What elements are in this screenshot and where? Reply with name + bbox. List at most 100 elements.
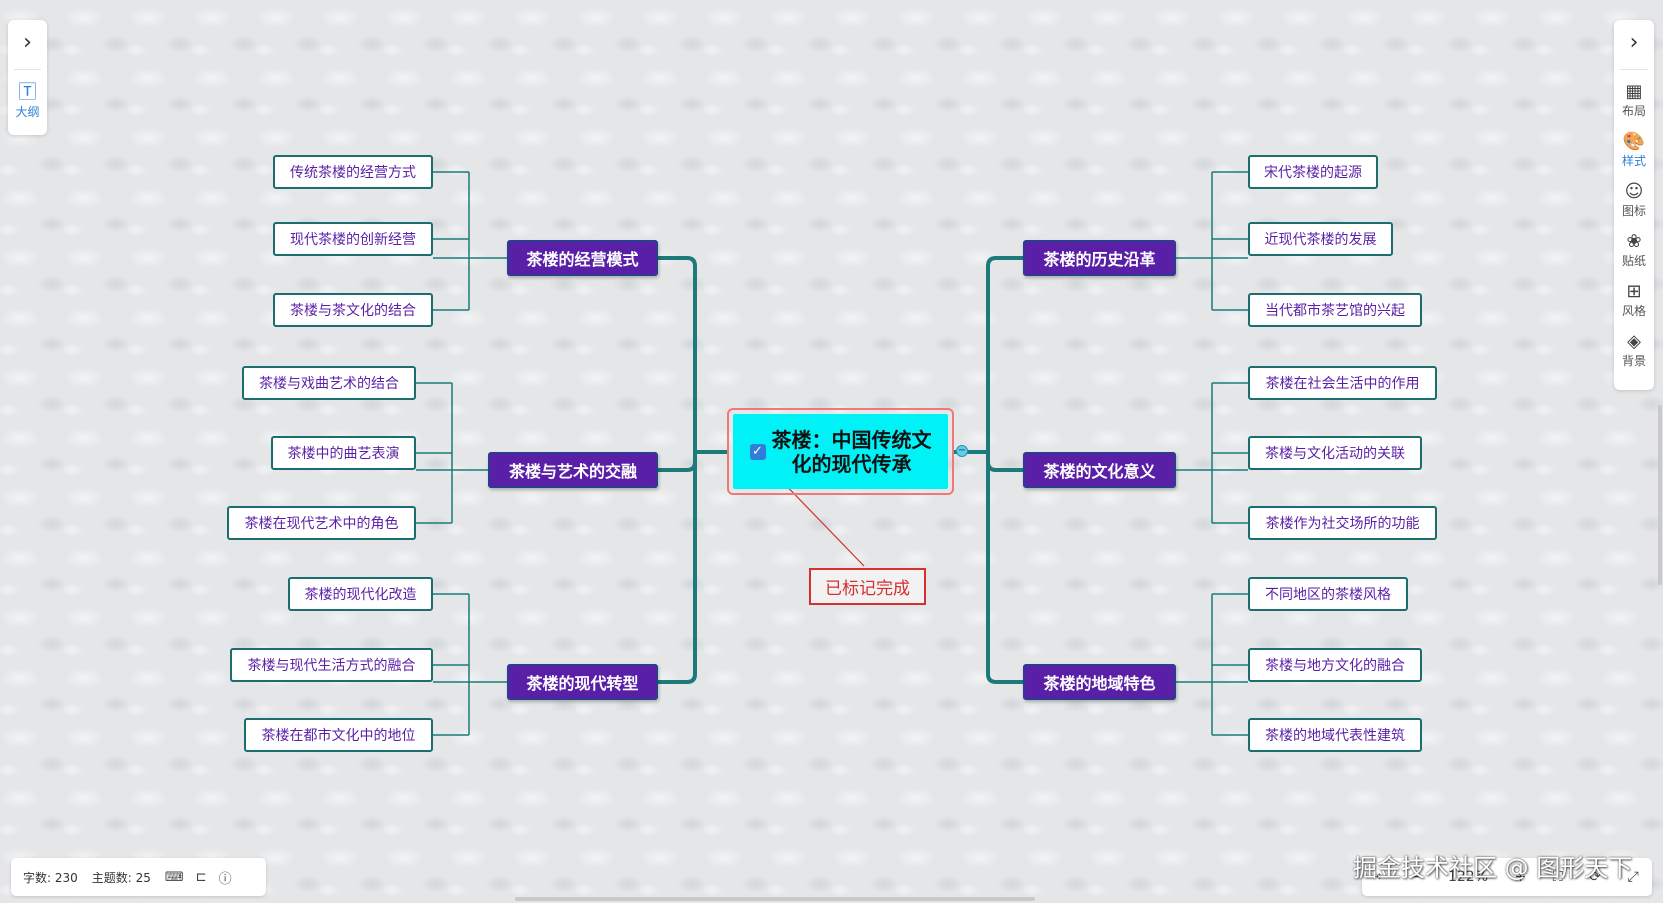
left-subtopic-label: 茶楼与戏曲艺术的结合 bbox=[259, 376, 399, 392]
right-topic-2[interactable]: 茶楼的文化意义 bbox=[1023, 452, 1176, 488]
right-subtopic-label: 茶楼在社会生活中的作用 bbox=[1265, 376, 1420, 392]
chevron-right-icon[interactable]: › bbox=[23, 30, 32, 55]
outline-icon: 🅃 bbox=[18, 82, 37, 103]
left-subtopic[interactable]: 茶楼中的曲艺表演 bbox=[271, 436, 416, 470]
callout-arrow bbox=[774, 473, 865, 567]
right-subtopic-label: 茶楼作为社交场所的功能 bbox=[1265, 516, 1420, 532]
right-subtopic[interactable]: 茶楼的地域代表性建筑 bbox=[1248, 718, 1422, 752]
right-subtopic-label: 宋代茶楼的起源 bbox=[1264, 165, 1362, 181]
right-subtopic-label: 茶楼与文化活动的关联 bbox=[1265, 446, 1405, 462]
locate-icon[interactable]: ⌖ bbox=[1375, 869, 1384, 885]
branch-line bbox=[986, 461, 1023, 472]
right-subtopic[interactable]: 不同地区的茶楼风格 bbox=[1248, 577, 1408, 611]
zoom-in-icon[interactable]: + bbox=[1514, 869, 1527, 885]
divider bbox=[1620, 69, 1648, 70]
branch-line bbox=[658, 673, 697, 684]
right-subtopic-label: 茶楼的地域代表性建筑 bbox=[1265, 728, 1405, 744]
smiley-icon: ☺ bbox=[1624, 181, 1644, 202]
checkbox-checked-icon[interactable]: ✓ bbox=[749, 443, 766, 460]
left-subtopic[interactable]: 茶楼的现代化改造 bbox=[288, 577, 433, 611]
left-subtopic-label: 茶楼在都市文化中的地位 bbox=[261, 728, 416, 744]
left-subtopic-label: 传统茶楼的经营方式 bbox=[290, 165, 416, 181]
left-subtopic-label: 茶楼在现代艺术中的角色 bbox=[244, 516, 399, 532]
left-topic-1[interactable]: 茶楼的经营模式 bbox=[507, 240, 658, 276]
left-topic-3-label: 茶楼的现代转型 bbox=[526, 674, 639, 693]
chevron-right-icon[interactable]: › bbox=[1629, 30, 1639, 55]
callout-note[interactable]: 已标记完成 bbox=[809, 568, 926, 605]
left-subtopic[interactable]: 茶楼与现代生活方式的融合 bbox=[230, 648, 433, 682]
icon-tool-button[interactable]: ☺ 图标 bbox=[1614, 181, 1654, 219]
info-icon[interactable]: ⓘ bbox=[218, 871, 232, 887]
branch-line bbox=[986, 673, 1023, 684]
reset-icon[interactable]: ⟳ bbox=[1589, 869, 1601, 885]
left-subtopic-label: 茶楼中的曲艺表演 bbox=[287, 446, 400, 462]
divider bbox=[14, 69, 41, 70]
background-tool-button[interactable]: ◈ 背景 bbox=[1614, 331, 1654, 369]
sticker-tool-button[interactable]: ❀贴纸 bbox=[1614, 231, 1654, 269]
vertical-scrollbar[interactable] bbox=[1658, 405, 1662, 585]
layout-icon: ▦ bbox=[1625, 81, 1643, 102]
right-subtopic[interactable]: 当代都市茶艺馆的兴起 bbox=[1248, 293, 1422, 327]
right-sidebar: › ▦ 布局 🎨 样式 ☺ 图标 ❀贴纸 ⊞ 风格 ◈ 背景 bbox=[1614, 20, 1654, 390]
right-subtopic[interactable]: 宋代茶楼的起源 bbox=[1248, 155, 1378, 189]
left-subtopic-label: 茶楼与茶文化的结合 bbox=[290, 303, 416, 319]
left-topic-2[interactable]: 茶楼与艺术的交融 bbox=[488, 452, 658, 488]
right-topic-1-label: 茶楼的历史沿革 bbox=[1043, 250, 1156, 269]
callout-text: 已标记完成 bbox=[825, 579, 910, 599]
zoom-level: 122% bbox=[1447, 869, 1489, 885]
left-subtopic[interactable]: 茶楼在都市文化中的地位 bbox=[244, 718, 433, 752]
right-subtopic-label: 近现代茶楼的发展 bbox=[1264, 232, 1377, 248]
left-subtopic-label: 现代茶楼的创新经营 bbox=[290, 232, 416, 248]
right-topic-2-label: 茶楼的文化意义 bbox=[1043, 462, 1156, 481]
right-topic-3-label: 茶楼的地域特色 bbox=[1043, 674, 1156, 693]
keyboard-icon[interactable]: ⌨ bbox=[164, 869, 184, 885]
right-subtopic[interactable]: 茶楼与文化活动的关联 bbox=[1248, 436, 1422, 470]
left-topic-3[interactable]: 茶楼的现代转型 bbox=[507, 664, 658, 700]
horizontal-scrollbar[interactable] bbox=[515, 897, 1035, 901]
right-topic-3[interactable]: 茶楼的地域特色 bbox=[1023, 664, 1176, 700]
left-topic-1-label: 茶楼的经营模式 bbox=[526, 250, 639, 269]
outline-button[interactable]: 🅃 大纲 bbox=[8, 82, 47, 120]
collapse-handle-icon[interactable]: − bbox=[956, 445, 968, 457]
right-subtopic[interactable]: 茶楼作为社交场所的功能 bbox=[1248, 506, 1437, 540]
zoom-out-icon[interactable]: − bbox=[1409, 869, 1422, 885]
right-subtopic[interactable]: 茶楼与地方文化的融合 bbox=[1248, 648, 1422, 682]
left-subtopic[interactable]: 现代茶楼的创新经营 bbox=[273, 222, 433, 256]
flower-icon: ❀ bbox=[1626, 231, 1642, 252]
theme-tool-label: 风格 bbox=[1621, 304, 1646, 318]
branch-line bbox=[986, 256, 1023, 267]
background-tool-label: 背景 bbox=[1621, 354, 1646, 368]
fullscreen-icon[interactable]: ⤢ bbox=[1627, 869, 1639, 885]
topic-count: 主题数: 25 bbox=[91, 870, 151, 885]
left-subtopic[interactable]: 茶楼与戏曲艺术的结合 bbox=[242, 366, 416, 400]
layout-tool-button[interactable]: ▦ 布局 bbox=[1614, 81, 1654, 119]
right-subtopic-label: 当代都市茶艺馆的兴起 bbox=[1265, 303, 1405, 319]
style-tool-label: 样式 bbox=[1621, 154, 1646, 168]
left-subtopic[interactable]: 茶楼与茶文化的结合 bbox=[273, 293, 433, 327]
left-subtopic-label: 茶楼的现代化改造 bbox=[304, 587, 417, 603]
layout-tool-label: 布局 bbox=[1621, 104, 1646, 118]
right-subtopic[interactable]: 茶楼在社会生活中的作用 bbox=[1248, 366, 1437, 400]
status-bar: 字数: 230 主题数: 25 ⌨ ⊏ ⓘ bbox=[11, 858, 266, 896]
right-subtopic[interactable]: 近现代茶楼的发展 bbox=[1248, 222, 1393, 256]
branch-line bbox=[658, 461, 697, 472]
grid-icon: ⊞ bbox=[1626, 281, 1642, 302]
central-topic[interactable]: ✓ 茶楼：中国传统文化的现代传承 bbox=[727, 408, 954, 495]
left-subtopic[interactable]: 茶楼在现代艺术中的角色 bbox=[227, 506, 416, 540]
icon-tool-label: 图标 bbox=[1621, 204, 1646, 218]
left-subtopic-label: 茶楼与现代生活方式的融合 bbox=[247, 658, 416, 674]
theme-tool-button[interactable]: ⊞ 风格 bbox=[1614, 281, 1654, 319]
right-topic-1[interactable]: 茶楼的历史沿革 bbox=[1023, 240, 1176, 276]
structure-icon[interactable]: ⊏ bbox=[195, 869, 207, 885]
left-subtopic[interactable]: 传统茶楼的经营方式 bbox=[273, 155, 433, 189]
palette-icon: 🎨 bbox=[1622, 131, 1646, 152]
style-tool-button[interactable]: 🎨 样式 bbox=[1614, 131, 1654, 169]
outline-label: 大纲 bbox=[15, 105, 40, 119]
layers-icon: ◈ bbox=[1627, 331, 1641, 352]
right-subtopic-label: 不同地区的茶楼风格 bbox=[1265, 587, 1391, 603]
fit-icon[interactable]: ⛶ bbox=[1552, 869, 1563, 885]
word-count: 字数: 230 bbox=[23, 870, 78, 885]
right-subtopic-label: 茶楼与地方文化的融合 bbox=[1265, 658, 1405, 674]
